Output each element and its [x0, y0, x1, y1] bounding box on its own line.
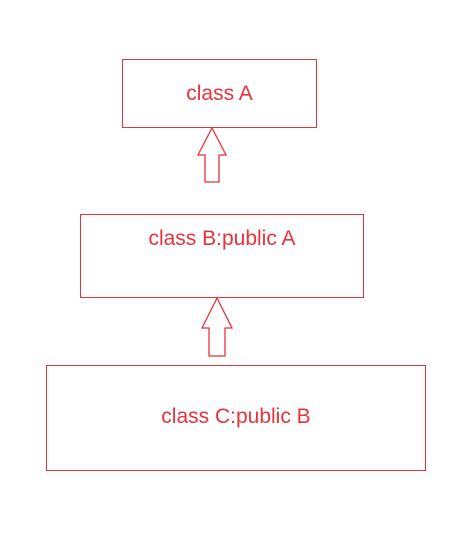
arrow-shape [200, 297, 234, 357]
class-a-label: class A [186, 81, 253, 105]
arrow-shape [196, 127, 228, 183]
class-c-label: class C:public B [161, 405, 311, 428]
inheritance-arrow-c-to-b [200, 297, 234, 357]
class-b-box: class B:public A [80, 214, 364, 298]
class-b-label: class B:public A [148, 227, 296, 250]
class-a-box: class A [122, 59, 317, 128]
class-c-box: class C:public B [46, 365, 426, 471]
inheritance-arrow-b-to-a [196, 127, 228, 183]
